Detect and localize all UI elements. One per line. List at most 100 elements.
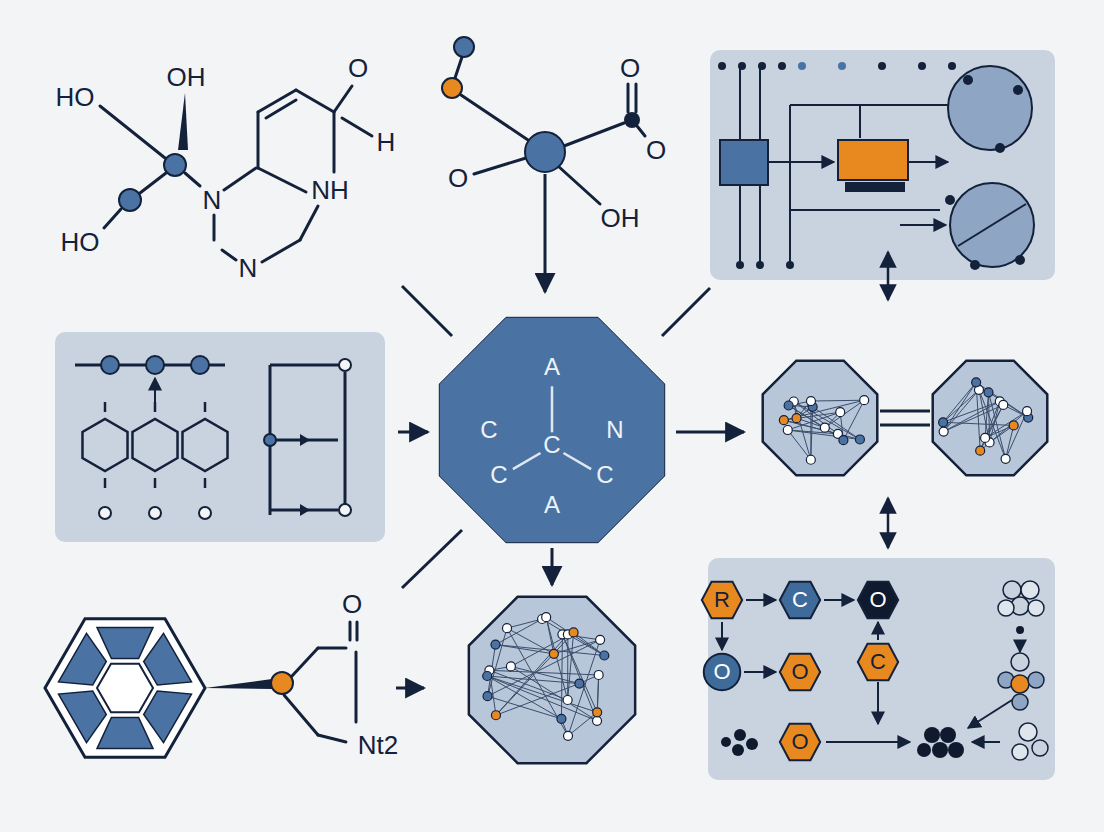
network-graph: [506, 662, 515, 671]
particle-cluster: [940, 727, 956, 743]
schematic-dot: [838, 62, 846, 70]
bond-line: [356, 622, 359, 640]
particle-cluster: [1012, 694, 1028, 710]
schematic-wire: [790, 104, 950, 106]
hexagon-emblem: [97, 717, 153, 748]
network-graph: [784, 401, 793, 410]
network-graph: [792, 414, 801, 423]
network-graph: [502, 624, 511, 633]
bond-line: [284, 695, 318, 735]
particle-cluster: [1019, 723, 1037, 741]
bond-line: [355, 652, 358, 722]
network-graph: [597, 675, 598, 712]
bond-line: [349, 622, 352, 640]
schematic-dot: [945, 75, 1025, 270]
network-graph: [594, 670, 603, 679]
panel: [55, 50, 1055, 780]
network-graph: [593, 716, 602, 725]
schematic-dot: [778, 62, 786, 70]
bond-line: [455, 57, 462, 78]
atom-label: OH: [167, 64, 206, 90]
hexagon-emblem: [59, 633, 107, 685]
bond-line: [292, 648, 318, 676]
particle-cluster: [998, 581, 1048, 760]
network-graph: [789, 405, 844, 440]
element-letter: C: [792, 589, 808, 611]
schematic-dot: [1013, 85, 1023, 95]
hexagon-shape: [702, 582, 742, 618]
element-hexagon: O: [857, 581, 899, 619]
particle-cluster: [1012, 744, 1028, 760]
aromatic-ring: [204, 478, 207, 488]
network-graph: [511, 666, 597, 720]
hexagon-emblem: [97, 627, 153, 658]
bond-line: [318, 735, 346, 742]
network-graph: [491, 640, 500, 649]
atom-label: Nt2: [358, 732, 398, 758]
flow-arrow: [396, 687, 424, 690]
schematic-wire: [790, 209, 940, 211]
bond-line: [296, 90, 334, 112]
schematic-arrow: [768, 161, 834, 163]
flow-arrow: [887, 252, 890, 300]
schematic-arrow: [300, 504, 310, 516]
network-graph: [483, 692, 492, 701]
schematic-dot: [995, 143, 1005, 153]
reaction-arrow: [744, 671, 776, 673]
bond-line: [100, 106, 165, 158]
element-letter: R: [714, 589, 730, 611]
node-dot: [339, 359, 351, 371]
schematic-dot: [970, 260, 980, 270]
network-graph: [488, 696, 562, 719]
connector-line: [402, 286, 930, 588]
atom-circle: [454, 37, 474, 57]
particle-cluster: [746, 738, 758, 750]
element-letter: C: [596, 463, 613, 487]
wedge-bond: [205, 679, 272, 689]
particle-cluster: [1028, 672, 1044, 688]
network-graph: [487, 676, 561, 719]
connector-line: [402, 286, 452, 336]
schematic-wire: [75, 365, 345, 515]
particle-cluster: [1011, 675, 1029, 693]
schematic-wire: [270, 364, 340, 367]
network-graph: [976, 446, 985, 455]
hexagon-emblem: [45, 619, 205, 758]
core-octagon: ACNCCCA: [437, 315, 667, 545]
schematic-dot: [963, 75, 973, 85]
bond-line: [342, 118, 372, 136]
network-graph: [593, 708, 602, 717]
network-graph: [855, 435, 864, 444]
particle-cluster: [734, 729, 746, 741]
network-graph: [489, 670, 567, 700]
particle-cluster: [917, 743, 931, 757]
atom-label: H: [377, 129, 396, 155]
schematic-dot: [718, 62, 956, 269]
atom-label: NH: [311, 177, 349, 203]
connector-line: [662, 288, 710, 336]
flow-arrow: [826, 741, 910, 743]
network-graph: [843, 400, 864, 440]
bond-line: [564, 453, 592, 469]
schematic-arrow: [300, 434, 310, 516]
network-graph: [860, 396, 869, 405]
network-graph: [557, 714, 566, 723]
bond-line: [104, 209, 121, 228]
atom-label: O: [348, 55, 368, 81]
particle-cluster: [732, 744, 744, 756]
bond-line: [318, 647, 346, 650]
network-graph: [1001, 454, 1010, 463]
bond-line: [551, 386, 554, 432]
node-dot: [264, 434, 276, 446]
schematic-dot: [718, 62, 726, 70]
network-graph: [820, 423, 829, 432]
network-graph: [972, 378, 981, 387]
network-graph: [836, 408, 845, 417]
hexagon-emblem: [144, 691, 192, 743]
bond-line: [333, 112, 336, 172]
flow-arrow: [968, 700, 1012, 728]
bond-line: [513, 453, 541, 469]
bond-line: [461, 95, 528, 140]
schematic-bar: [845, 182, 905, 192]
